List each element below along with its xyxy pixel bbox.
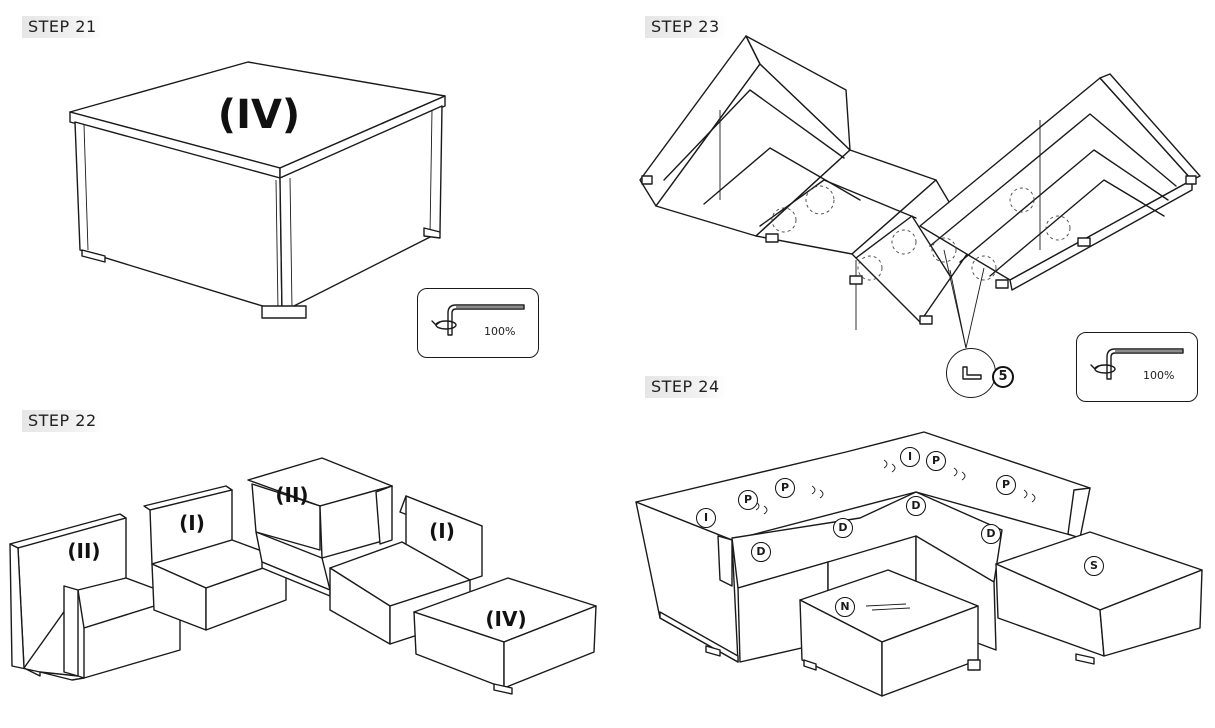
part-code-d: D xyxy=(751,542,771,562)
part-code-text: D xyxy=(756,545,766,558)
step-23-label: STEP 23 xyxy=(645,16,726,38)
bracket-callout xyxy=(946,348,996,398)
label-ii-left: (II) xyxy=(67,539,100,563)
part-code-i-left: I xyxy=(696,508,716,528)
callout-number: 5 xyxy=(998,369,1008,384)
step-22-illustration: (II) (I) (II) (I) (IV) xyxy=(9,457,597,695)
part-code-text: I xyxy=(703,511,709,524)
part-code-p: P xyxy=(926,451,946,471)
part-code-s: S xyxy=(1084,556,1104,576)
step-23-illustration xyxy=(639,35,1201,349)
label-iv-table: (IV) xyxy=(485,607,526,631)
callout-number-badge: 5 xyxy=(992,366,1014,388)
part-code-d: D xyxy=(981,524,1001,544)
label-i-right: (I) xyxy=(429,519,455,543)
part-code-d: D xyxy=(906,496,926,516)
label-ii-middle: (II) xyxy=(275,483,308,507)
part-code-text: P xyxy=(780,481,790,494)
step-21-illustration: (IV) xyxy=(69,61,446,319)
torque-value: 100% xyxy=(1143,369,1174,382)
part-code-i-middle: I xyxy=(900,447,920,467)
bracket-icon xyxy=(962,366,982,380)
part-code-text: P xyxy=(1001,478,1011,491)
part-code-text: I xyxy=(907,450,913,463)
step-24-illustration xyxy=(635,431,1203,697)
part-code-text: D xyxy=(986,527,996,540)
part-code-d: D xyxy=(833,518,853,538)
allen-key-icon: 100% xyxy=(1090,348,1184,382)
step-23-tool-box: 100% xyxy=(1076,332,1198,402)
step-24-label: STEP 24 xyxy=(645,376,726,398)
part-code-text: S xyxy=(1090,559,1098,572)
part-code-p: P xyxy=(996,475,1016,495)
part-code-text: P xyxy=(743,493,753,506)
torque-value: 100% xyxy=(484,325,515,338)
step-21-tool-box: 100% xyxy=(417,288,539,358)
allen-key-icon: 100% xyxy=(431,304,525,338)
step-21-label: STEP 21 xyxy=(22,16,103,38)
part-code-text: N xyxy=(840,600,850,613)
part-code-p: P xyxy=(775,478,795,498)
part-code-text: D xyxy=(838,521,848,534)
part-code-text: D xyxy=(911,499,921,512)
part-code-text: P xyxy=(931,454,941,467)
label-i-left: (I) xyxy=(179,511,205,535)
step-22-label: STEP 22 xyxy=(22,410,103,432)
module-label-iv: (IV) xyxy=(218,92,300,138)
part-code-p: P xyxy=(738,490,758,510)
part-code-n: N xyxy=(835,597,855,617)
